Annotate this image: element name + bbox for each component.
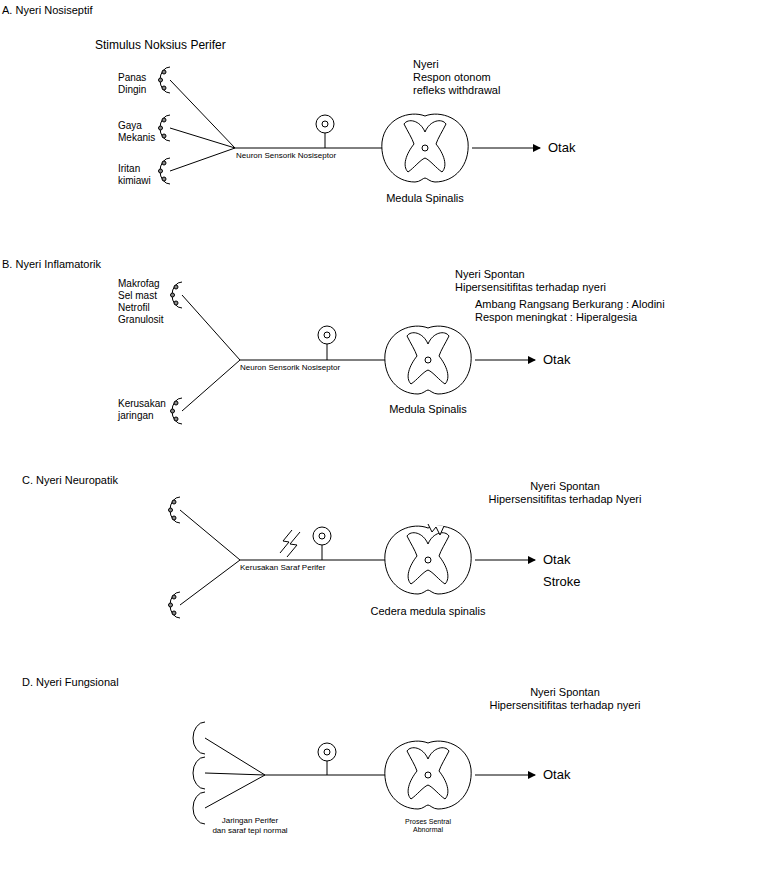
- label-text: Nyeri Spontan Hipersensitifitas terhadap…: [489, 480, 642, 506]
- label-text: Otak: [543, 767, 570, 783]
- label-text: Nyeri Spontan Hipersensitifitas terhadap…: [455, 268, 606, 294]
- section-d-art: [193, 722, 535, 824]
- label-text: Panas Dingin: [118, 72, 146, 96]
- label-text: Medula Spinalis: [389, 403, 467, 416]
- label-text: Stroke: [543, 574, 581, 590]
- label-text: C. Nyeri Neuropatik: [22, 474, 118, 487]
- label-text: Medula Spinalis: [386, 192, 464, 205]
- label-text: Otak: [543, 552, 570, 568]
- label-text: Neuron Sensorik Nosiseptor: [236, 151, 336, 161]
- label-text: Makrofag Sel mast Netrofil Granulosit: [118, 278, 164, 326]
- label-text: Otak: [543, 352, 570, 368]
- label-text: Kerusakan jaringan: [118, 398, 166, 422]
- label-text: Ambang Rangsang Berkurang : Alodini Resp…: [475, 298, 665, 324]
- label-text: B. Nyeri Inflamatorik: [2, 258, 101, 271]
- label-text: Stimulus Noksius Perifer: [95, 38, 226, 52]
- label-text: Nyeri Spontan Hipersensitifitas terhadap…: [489, 686, 640, 712]
- label-text: Gaya Mekanis: [118, 120, 155, 144]
- label-text: Iritan kimiawi: [118, 163, 151, 187]
- label-text: D. Nyeri Fungsional: [22, 676, 119, 689]
- label-text: Jaringan Perifer dan saraf tepi normal: [212, 816, 287, 835]
- label-text: Kerusakan Saraf Perifer: [240, 563, 325, 573]
- label-text: Cedera medula spinalis: [371, 605, 486, 618]
- section-c-art: [169, 497, 536, 618]
- label-text: Otak: [548, 140, 575, 156]
- label-text: Nyeri Respon otonom refleks withdrawal: [413, 58, 500, 98]
- label-text: A. Nyeri Nosiseptif: [2, 4, 93, 17]
- label-text: Proses Sentral Abnormal: [405, 818, 451, 835]
- label-text: Neuron Sensorik Nosiseptor: [240, 363, 340, 373]
